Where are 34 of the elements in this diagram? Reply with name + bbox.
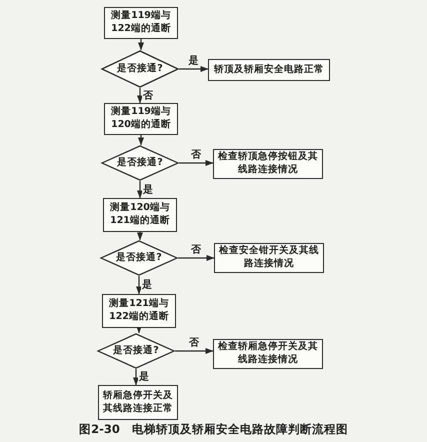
process-box: 测量120端与121端的通断	[103, 198, 177, 232]
decision-diamond: 是否接通?	[100, 240, 178, 276]
edge-label: 是	[142, 184, 154, 195]
process-box: 检查安全钳开关及其线路连接情况	[214, 243, 324, 273]
arrow	[136, 276, 142, 294]
process-box: 轿厢急停开关及其线路连接正常	[98, 385, 178, 420]
edge-label: 是	[188, 56, 200, 66]
arrow	[175, 348, 214, 354]
figure-caption: 图2-30 电梯轿顶及轿厢安全电路故障判断流程图	[78, 422, 349, 437]
arrow	[138, 39, 144, 50]
edge-label: 否	[190, 150, 202, 160]
process-box: 检查轿厢急停开关及其线路连接情况	[213, 339, 323, 369]
decision-diamond: 是否接通?	[97, 333, 175, 369]
decision-diamond: 是否接通?	[101, 50, 179, 88]
arrow	[136, 326, 142, 334]
decision-diamond: 是否接通?	[101, 145, 179, 181]
edge-label: 否	[142, 90, 154, 101]
arrow	[179, 66, 208, 72]
process-box: 检查轿顶急停按钮及其线路连接情况	[213, 149, 323, 179]
edge-label: 是	[138, 372, 150, 382]
edge-label: 是	[141, 280, 153, 290]
process-box: 测量119端与120端的通断	[104, 103, 178, 135]
arrow	[137, 88, 143, 104]
arrow	[178, 255, 214, 261]
edge-label: 否	[188, 338, 200, 348]
arrow	[133, 369, 139, 386]
arrow	[137, 181, 143, 198]
edge-label: 否	[190, 244, 202, 256]
process-box: 轿顶及轿厢安全电路正常	[208, 59, 330, 81]
arrow	[137, 232, 143, 240]
arrow	[138, 135, 144, 146]
process-box: 测量119端与122端的通断	[104, 7, 178, 39]
arrow	[179, 160, 214, 166]
process-box: 测量121端与122端的通断	[102, 294, 176, 328]
